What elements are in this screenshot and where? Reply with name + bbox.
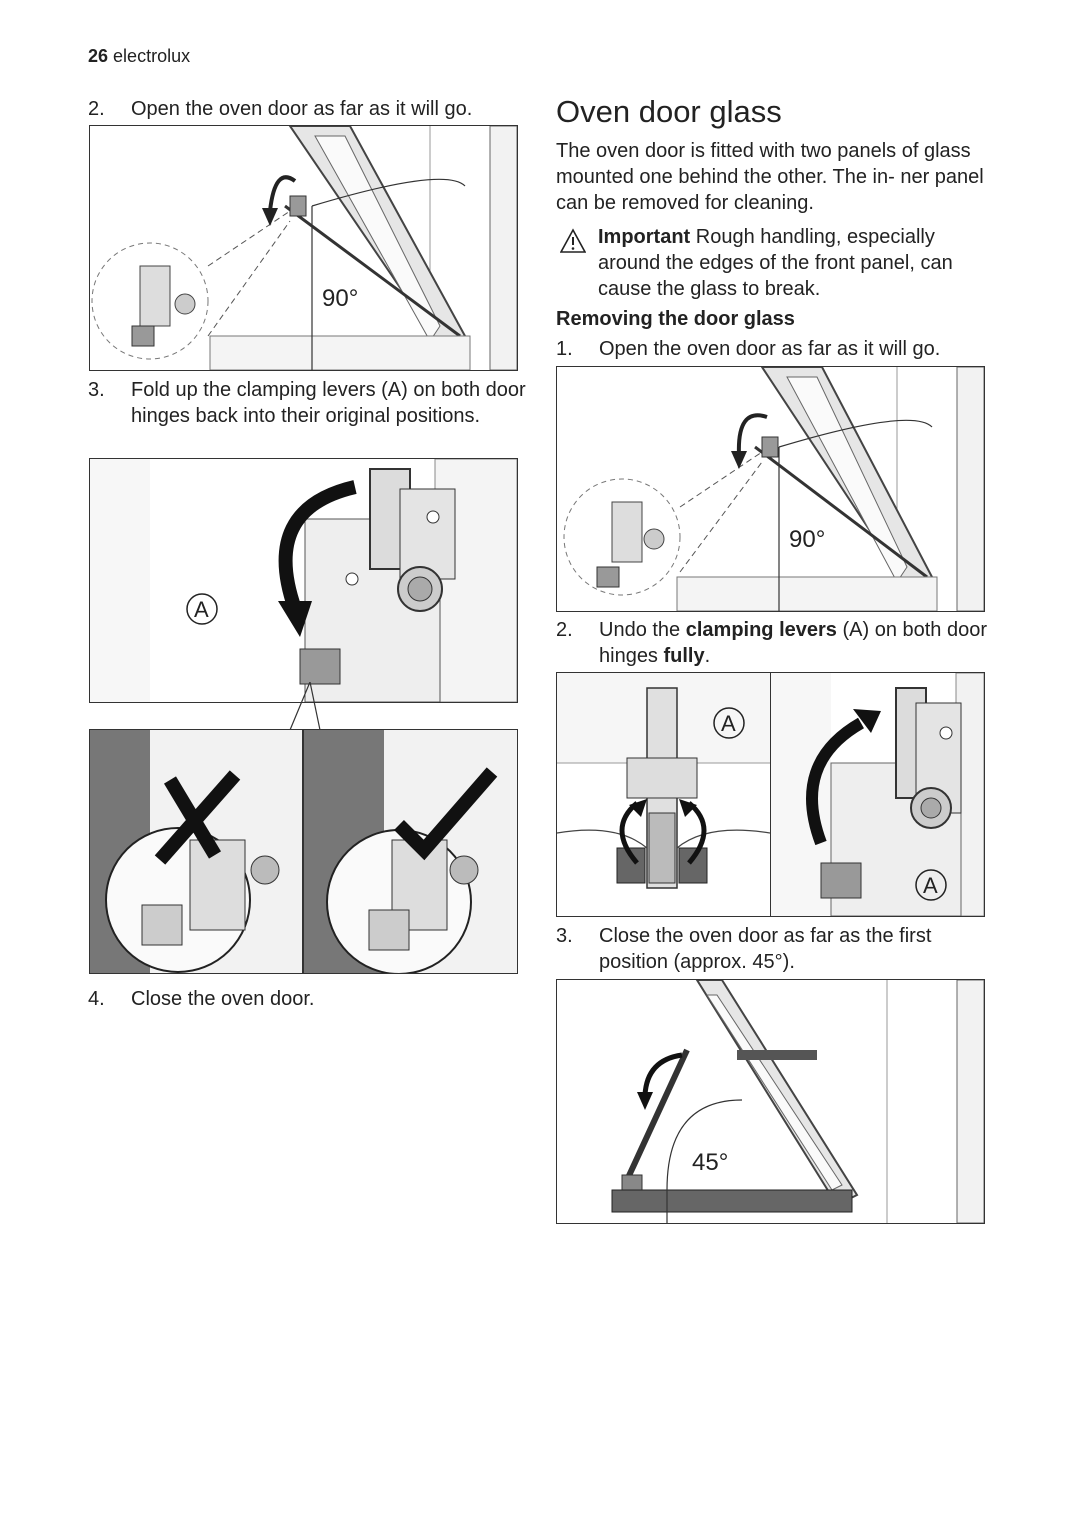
warning-label: Important bbox=[598, 226, 691, 248]
step-number: 1. bbox=[556, 338, 573, 360]
right-step-3: 3. Close the oven door as far as the fir… bbox=[556, 923, 996, 975]
step-number: 4. bbox=[88, 988, 105, 1010]
step-text: Close the oven door as far as the first … bbox=[599, 925, 932, 973]
figure-undo-levers-side: A bbox=[770, 672, 985, 917]
label-a: A bbox=[721, 711, 736, 736]
left-step-2: 2. Open the oven door as far as it will … bbox=[88, 96, 528, 122]
angle-label: 90° bbox=[789, 526, 825, 553]
label-a: A bbox=[194, 597, 209, 622]
step-text: Close the oven door. bbox=[131, 988, 315, 1010]
left-step-3: 3. Fold up the clamping levers (A) on bo… bbox=[88, 377, 528, 457]
figure-wrong-position bbox=[89, 729, 303, 974]
oven-door-illustration: 90° bbox=[91, 126, 517, 370]
hinge-illustration: A bbox=[90, 459, 517, 702]
page-header: 26 electrolux bbox=[88, 46, 190, 67]
step-text: Open the oven door as far as it will go. bbox=[599, 338, 941, 360]
brand-name: electrolux bbox=[113, 46, 191, 66]
emphasis-clamping-levers: clamping levers bbox=[685, 619, 837, 641]
figure-undo-levers-front: A bbox=[556, 672, 771, 917]
hinge-side-illustration: A bbox=[771, 673, 984, 916]
step-text: Fold up the clamping levers (A) on both … bbox=[131, 379, 526, 427]
figure-clamping-lever: A bbox=[89, 458, 518, 703]
oven-door-45-illustration: 45° bbox=[611, 980, 984, 1223]
step-number: 2. bbox=[88, 98, 105, 120]
warning-body: Rough handling, especially around the ed… bbox=[598, 226, 953, 300]
warning-text: Important Rough handling, especially aro… bbox=[598, 224, 998, 302]
page-number: 26 bbox=[88, 46, 109, 66]
intro-paragraph: The oven door is fitted with two panels … bbox=[556, 140, 984, 214]
figure-door-open-90-right: 90° bbox=[556, 366, 985, 612]
oven-door-illustration: 90° bbox=[563, 367, 984, 611]
step-number: 3. bbox=[556, 925, 573, 947]
figure-door-open-90: 90° bbox=[89, 125, 518, 371]
label-a: A bbox=[923, 873, 938, 898]
figure-door-45: 45° bbox=[556, 979, 985, 1224]
step-number: 2. bbox=[556, 619, 573, 641]
subsection-title: Removing the door glass bbox=[556, 308, 795, 330]
angle-label: 45° bbox=[692, 1149, 728, 1176]
hinge-front-illustration: A bbox=[557, 673, 770, 889]
step-number: 3. bbox=[88, 379, 105, 401]
right-step-1: 1. Open the oven door as far as it will … bbox=[556, 336, 996, 362]
left-step-4: 4. Close the oven door. bbox=[88, 986, 528, 1012]
step-text: Open the oven door as far as it will go. bbox=[131, 98, 473, 120]
figure-correct-position bbox=[303, 729, 518, 974]
wrong-position-illustration bbox=[90, 730, 302, 973]
emphasis-fully: fully bbox=[663, 645, 705, 667]
right-step-2: 2. Undo the clamping levers (A) on both … bbox=[556, 617, 996, 669]
section-title: Oven door glass bbox=[556, 94, 782, 129]
step-text: Undo the clamping levers (A) on both doo… bbox=[599, 619, 988, 667]
warning-triangle-icon bbox=[560, 228, 586, 253]
angle-label: 90° bbox=[322, 285, 358, 312]
correct-position-illustration bbox=[304, 730, 517, 973]
callout-connector bbox=[289, 682, 321, 731]
